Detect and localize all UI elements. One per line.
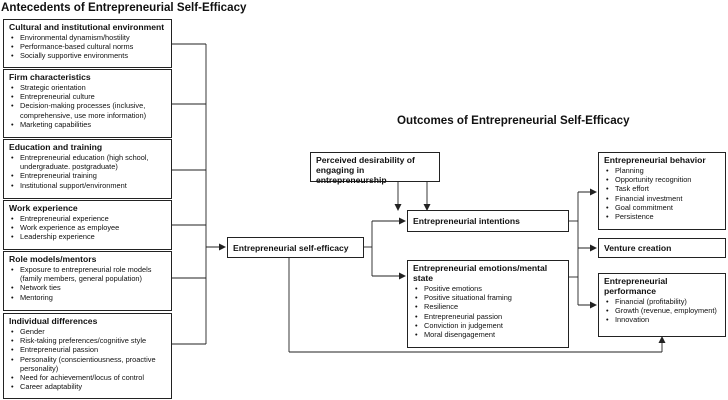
list-item: Network ties [11, 283, 166, 292]
box-title: Entrepreneurial performance [604, 276, 668, 296]
list-item: Entrepreneurial culture [11, 92, 166, 101]
list-item: Work experience as employee [11, 223, 166, 232]
list-item: Institutional support/environment [11, 181, 166, 190]
self-efficacy-node: Entrepreneurial self-efficacy [227, 237, 364, 258]
list-item: Socially supportive environments [11, 51, 166, 60]
list-item: Personality (conscientiousness, proactiv… [11, 355, 166, 373]
list-item: Positive emotions [415, 284, 563, 293]
list-item: Entrepreneurial passion [11, 345, 166, 354]
box-title: Entrepreneurial behavior [604, 155, 706, 165]
list-item: Decision-making processes (inclusive, co… [11, 101, 166, 119]
list-item: Task effort [606, 184, 720, 193]
list-item: Need for achievement/locus of control [11, 373, 166, 382]
list-item: Risk-taking preferences/cognitive style [11, 336, 166, 345]
box-title: Perceived desirability of engaging in en… [316, 155, 415, 185]
box-title: Work experience [9, 203, 78, 213]
emotions-node: Entrepreneurial emotions/mental state Po… [407, 260, 569, 348]
antecedent-education-training: Education and training Entrepreneurial e… [3, 139, 172, 199]
box-title: Education and training [9, 142, 103, 152]
list-item: Mentoring [11, 293, 166, 302]
list-item: Opportunity recognition [606, 175, 720, 184]
list-item: Moral disengagement [415, 330, 563, 339]
list-item: Entrepreneurial passion [415, 312, 563, 321]
outcomes-heading: Outcomes of Entrepreneurial Self-Efficac… [397, 114, 630, 127]
list-item: Growth (revenue, employment) [606, 306, 720, 315]
list-item: Financial (profitability) [606, 297, 720, 306]
list-item: Financial investment [606, 194, 720, 203]
antecedent-role-models: Role models/mentors Exposure to entrepre… [3, 251, 172, 311]
box-title: Individual differences [9, 316, 98, 326]
performance-node: Entrepreneurial performance Financial (p… [598, 273, 726, 337]
list-item: Marketing capabilities [11, 120, 166, 129]
list-item: Gender [11, 327, 166, 336]
list-item: Exposure to entrepreneurial role models … [11, 265, 166, 283]
box-title: Role models/mentors [9, 254, 97, 264]
list-item: Entrepreneurial education (high school, … [11, 153, 166, 171]
antecedent-firm-characteristics: Firm characteristics Strategic orientati… [3, 69, 172, 138]
antecedent-individual-differences: Individual differences Gender Risk-takin… [3, 313, 172, 399]
antecedent-cultural-environment: Cultural and institutional environment E… [3, 19, 172, 68]
box-title: Cultural and institutional environment [9, 22, 165, 32]
list-item: Leadership experience [11, 232, 166, 241]
behavior-node: Entrepreneurial behavior Planning Opport… [598, 152, 726, 230]
list-item: Resilience [415, 302, 563, 311]
list-item: Positive situational framing [415, 293, 563, 302]
list-item: Entrepreneurial experience [11, 214, 166, 223]
desirability-node: Perceived desirability of engaging in en… [310, 152, 440, 185]
list-item: Environmental dynamism/hostility [11, 33, 166, 42]
list-item: Innovation [606, 315, 720, 324]
venture-creation-node: Venture creation [598, 238, 726, 258]
antecedent-work-experience: Work experience Entrepreneurial experien… [3, 200, 172, 250]
intentions-node: Entrepreneurial intentions [407, 210, 569, 232]
antecedents-heading: Antecedents of Entrepreneurial Self-Effi… [1, 1, 247, 14]
list-item: Planning [606, 166, 720, 175]
list-item: Goal commitment [606, 203, 720, 212]
list-item: Entrepreneurial training [11, 171, 166, 180]
list-item: Persistence [606, 212, 720, 221]
list-item: Performance-based cultural norms [11, 42, 166, 51]
list-item: Strategic orientation [11, 83, 166, 92]
list-item: Career adaptability [11, 382, 166, 391]
box-title: Entrepreneurial emotions/mental state [413, 263, 548, 283]
box-title: Firm characteristics [9, 72, 91, 82]
list-item: Conviction in judgement [415, 321, 563, 330]
